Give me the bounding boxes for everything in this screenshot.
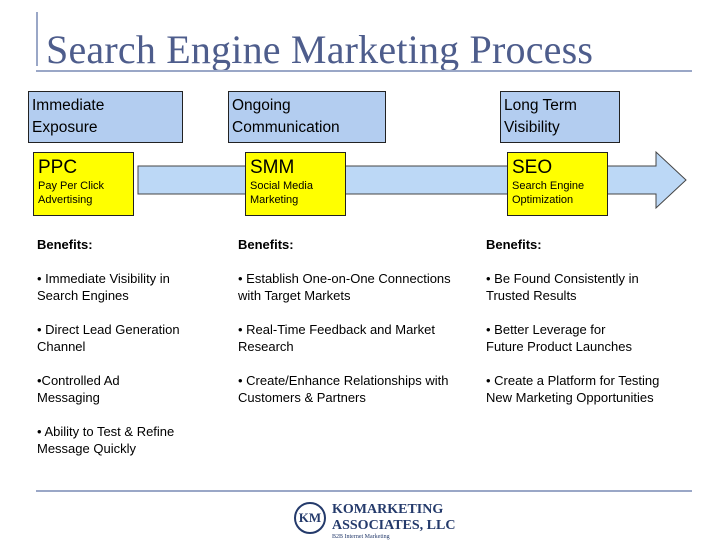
stage-label-immediate-exposure: Immediate Exposure <box>28 91 183 143</box>
benefit-item: • Real-Time Feedback and Market Research <box>238 322 435 354</box>
benefits-heading: Benefits: <box>486 237 542 252</box>
benefit-item: • Ability to Test & Refine Message Quick… <box>37 424 175 456</box>
stage-box-ppc: PPC Pay Per Click Advertising <box>33 152 134 216</box>
benefit-item: • Direct Lead Generation Channel <box>37 322 180 354</box>
benefits-list-ppc: Benefits: • Immediate Visibility in Sear… <box>37 236 267 474</box>
benefit-item: • Establish One-on-One Connections with … <box>238 271 451 303</box>
stage-label-line: Ongoing <box>232 97 291 114</box>
benefits-list-smm: Benefits: • Establish One-on-One Connect… <box>238 236 468 423</box>
benefit-item: •Controlled Ad Messaging <box>37 373 120 405</box>
stage-box-seo: SEO Search Engine Optimization <box>507 152 608 216</box>
km-logo-icon: KM <box>294 502 326 534</box>
benefits-heading: Benefits: <box>37 237 93 252</box>
logo-line-2: ASSOCIATES, LLC <box>332 518 456 533</box>
stage-label-line: Exposure <box>32 119 98 136</box>
benefit-item: • Create/Enhance Relationships with Cust… <box>238 373 449 405</box>
stage-label-line: Communication <box>232 119 340 136</box>
benefit-item: • Create a Platform for Testing New Mark… <box>486 373 660 405</box>
stage-name: Social Media Marketing <box>250 180 313 206</box>
logo-tagline: B2B Internet Marketing <box>332 534 390 540</box>
stage-abbr: SMM <box>250 157 295 178</box>
title-accent-rule <box>36 12 38 66</box>
title-underline <box>36 70 692 72</box>
benefits-list-seo: Benefits: • Be Found Consistently in Tru… <box>486 236 716 423</box>
footer-rule <box>36 490 692 492</box>
stage-label-long-term-visibility: Long Term Visibility <box>500 91 620 143</box>
stage-label-line: Long Term <box>504 97 577 114</box>
stage-name: Search Engine Optimization <box>512 180 585 206</box>
benefit-item: • Be Found Consistently in Trusted Resul… <box>486 271 639 303</box>
stage-abbr: SEO <box>512 157 553 178</box>
stage-box-smm: SMM Social Media Marketing <box>245 152 346 216</box>
logo-line-1: KOMARKETING <box>332 502 444 517</box>
stage-abbr: PPC <box>38 157 78 178</box>
stage-name: Pay Per Click Advertising <box>38 180 105 206</box>
stage-label-line: Visibility <box>504 119 560 136</box>
benefit-item: • Immediate Visibility in Search Engines <box>37 271 170 303</box>
slide-title: Search Engine Marketing Process <box>46 27 594 72</box>
company-logo: KM KOMARKETING ASSOCIATES, LLC B2B Inter… <box>294 500 455 542</box>
stage-label-ongoing-communication: Ongoing Communication <box>228 91 386 143</box>
benefit-item: • Better Leverage for Future Product Lau… <box>486 322 632 354</box>
benefits-heading: Benefits: <box>238 237 294 252</box>
stage-label-line: Immediate <box>32 97 105 114</box>
